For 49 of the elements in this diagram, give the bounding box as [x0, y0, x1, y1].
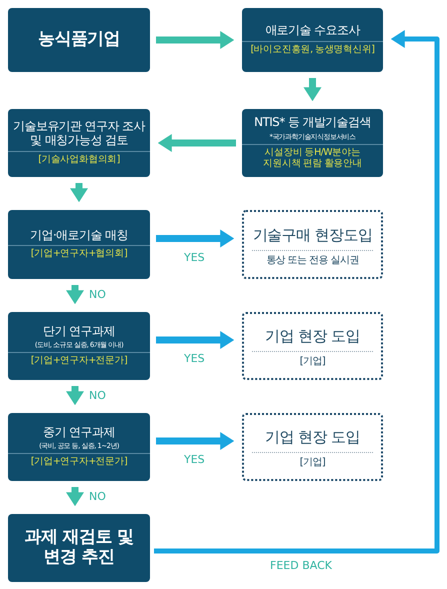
edge-label: FEED BACK	[270, 559, 332, 572]
node-title: 기업 현장 도입	[264, 326, 361, 348]
participants-note: [기업]	[252, 452, 373, 471]
feedback-arrow	[154, 32, 440, 554]
process-box	[8, 514, 150, 582]
edge-label: NO	[89, 288, 106, 300]
arrow	[156, 232, 234, 246]
participants-note: [기업]	[252, 351, 373, 370]
arrow	[158, 136, 236, 150]
arrow	[68, 386, 82, 406]
node-title: 기업 현장 도입	[264, 427, 361, 448]
participants-note: [기업+연구자+전문가]	[8, 453, 150, 472]
node-title: 기술구매 현장도입	[252, 224, 374, 246]
edge-label: YES	[184, 352, 205, 365]
participants-note: 통상 또는 전용 실시권	[252, 250, 373, 268]
node-title: 단기 연구과제	[42, 322, 116, 340]
process-box	[8, 210, 150, 279]
participants-note: [기술사업화협의회]	[8, 150, 150, 169]
arrow	[156, 434, 234, 448]
node-title: 농식품기업	[36, 28, 121, 52]
arrow	[68, 487, 82, 506]
arrow	[156, 333, 234, 347]
process-box	[242, 8, 383, 72]
arrow	[68, 285, 82, 304]
node-title: 기업·애로기술 매칭	[29, 226, 129, 244]
outcome-box	[242, 312, 383, 380]
node-title: 기술보유기관 연구자 조사 및 매칭가능성 검토	[12, 118, 146, 150]
edge-label: NO	[89, 490, 106, 502]
process-box	[8, 312, 150, 380]
process-box	[8, 8, 150, 72]
process-box	[8, 413, 150, 481]
process-box	[8, 109, 150, 177]
node-title: 중기 연구과제	[42, 424, 116, 441]
node-title: NTIS* 등 개발기술검색	[253, 114, 372, 132]
outcome-box	[242, 210, 383, 279]
arrow	[72, 183, 86, 202]
edge-label: YES	[184, 250, 205, 264]
arrow	[306, 78, 320, 102]
node-title: 애로기술 수요조사	[264, 22, 362, 40]
process-box	[242, 109, 383, 177]
outcome-box	[242, 413, 383, 481]
arrow	[156, 33, 234, 47]
participants-note: [바이오진흥원, 농생명혁신위]	[242, 40, 383, 59]
node-title: 과제 재검토 및 변경 추진	[23, 526, 135, 569]
edge-label: YES	[184, 453, 205, 466]
participants-note: 시설장비 등H/W분야는 지원시책 편람 활용안내	[242, 144, 383, 173]
edge-label: NO	[89, 388, 106, 402]
participants-note: [기업+연구자+협의회]	[8, 245, 150, 264]
participants-note: [기업+연구자+전문가]	[8, 352, 150, 370]
